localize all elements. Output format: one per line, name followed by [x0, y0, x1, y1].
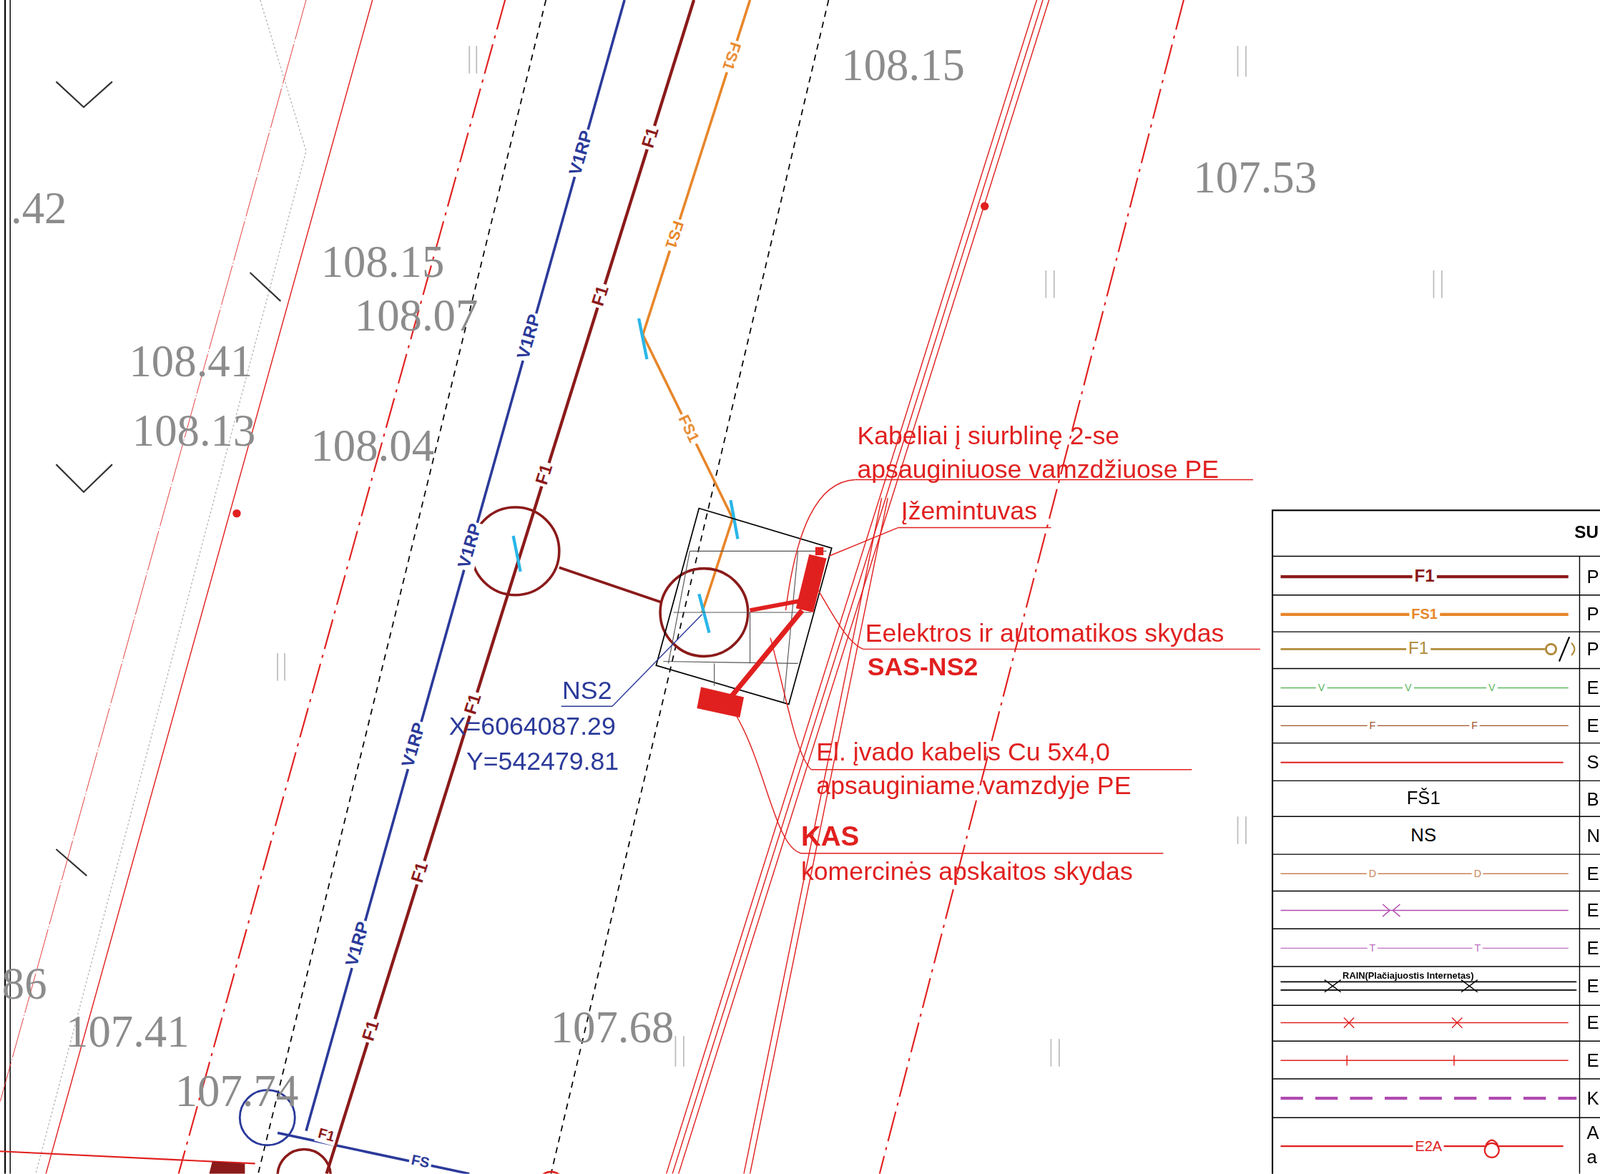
legend-description: P [1586, 636, 1599, 661]
legend-description: A a [1586, 1120, 1599, 1169]
legend-description: E [1586, 713, 1599, 738]
pipe-label: FS1 [673, 409, 704, 448]
legend-sample-label: V [1316, 681, 1327, 694]
callout-text: Kabeliai į siurblinę 2-se apsauginiuose … [856, 418, 1276, 486]
callout-text: komercinės apskaitos skydas [801, 855, 1133, 887]
elevation-label: 108.13 [132, 404, 257, 459]
callout-text: Įžemintuvas [901, 494, 1038, 526]
legend-heading: SU [1574, 522, 1599, 543]
legend-sample-label: F1 [1412, 566, 1437, 588]
legend-sample-label: D [1366, 867, 1379, 880]
legend-description: E [1586, 897, 1599, 922]
elevation-label: 107.41 [65, 1005, 190, 1060]
legend-sample-label: FS1 [1409, 605, 1440, 623]
elevation-label: 107.53 [1193, 151, 1317, 206]
legend-description: K [1586, 1085, 1599, 1111]
legend-description: S [1586, 750, 1599, 775]
legend-sample-label: E2A [1413, 1137, 1445, 1155]
elevation-label: 107.74 [175, 1064, 299, 1119]
elevation-label: 86 [2, 957, 48, 1012]
legend-sample-label: RAIN(Plačiajuostis Internetas) [1342, 969, 1474, 981]
pipe-label: F1 [406, 857, 435, 887]
elevation-label: .42 [10, 182, 67, 237]
legend-description: E [1586, 861, 1599, 886]
legend-sample-label: V [1486, 681, 1498, 694]
legend-description: P [1586, 602, 1599, 627]
pipe-label: V1RP [512, 310, 547, 364]
legend-description: P [1586, 564, 1599, 589]
legend-sample-label: F1 [1406, 638, 1431, 660]
pipe-label: FS [407, 1150, 434, 1173]
legend-description: E [1586, 1009, 1599, 1035]
legend-description: E [1586, 973, 1599, 998]
callout-text: KAS [801, 820, 860, 854]
elevation-label: 108.15 [841, 39, 965, 93]
legend-table [1272, 509, 1600, 1173]
pipe-label: F1 [357, 1015, 385, 1045]
callout-text: SAS-NS2 [867, 650, 979, 682]
callout-text: El. įvado kabelis Cu 5x4,0 apsauginiame … [816, 734, 1216, 802]
elevation-label: 108.07 [354, 289, 479, 344]
pipe-label: V1RP [341, 916, 375, 970]
legend-description: B [1586, 786, 1599, 812]
coordinate-label: X=6064087.29 [449, 710, 616, 741]
pipe-label: F1 [531, 459, 559, 490]
elevation-label: 108.04 [310, 419, 435, 474]
pipe-label: FS1 [718, 37, 746, 75]
legend-sample-label: T [1367, 941, 1378, 955]
legend-sample-label: F [1367, 719, 1378, 732]
pipe-label: V1RP [565, 126, 599, 180]
legend-description: N [1586, 823, 1600, 848]
elevation-label: 108.41 [128, 335, 253, 390]
legend-sample-label: F [1469, 719, 1480, 732]
legend-sample-label: T [1472, 941, 1483, 955]
elevation-label: 107.68 [550, 1001, 675, 1055]
pipe-label: F1 [587, 281, 615, 311]
legend-description: E [1586, 935, 1599, 960]
pipe-label: V1RP [397, 718, 432, 772]
pipe-label: V1RP [453, 519, 488, 573]
legend-sample-label: D [1471, 867, 1484, 880]
pipe-label: F1 [637, 123, 665, 153]
legend-description: E [1586, 675, 1599, 700]
callout-text: Eelektros ir automatikos skydas [865, 617, 1225, 649]
coordinate-label: Y=542479.81 [466, 744, 619, 776]
legend-sample-label: NS [1408, 824, 1438, 847]
legend-description: E [1586, 1047, 1599, 1073]
legend-sample-label: V [1402, 681, 1414, 694]
elevation-label: 108.15 [321, 236, 445, 290]
legend-sample-label: FŠ1 [1404, 788, 1443, 811]
station-name: NS2 [562, 674, 612, 706]
pipe-label: FS1 [660, 216, 689, 254]
